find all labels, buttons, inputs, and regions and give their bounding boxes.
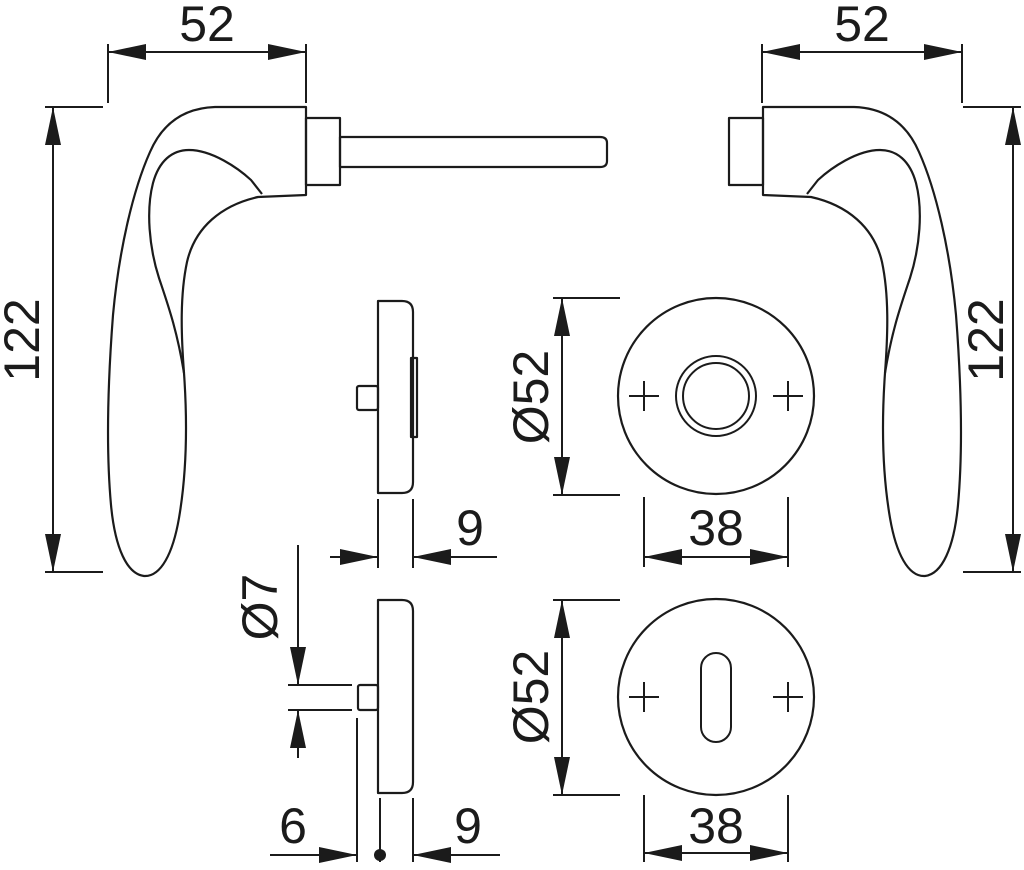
screw-mark-left bbox=[629, 682, 659, 712]
escutcheon-side-view bbox=[356, 598, 415, 795]
dim-escutcheon-diameter: Ø52 bbox=[503, 599, 620, 796]
screw-mark-right bbox=[773, 381, 803, 411]
dim-rose-thickness: 9 bbox=[330, 499, 497, 568]
right-handle-neck bbox=[727, 116, 765, 187]
rose-spindle-hub bbox=[355, 384, 380, 412]
dim-escutcheon-projection-thickness: 6 9 bbox=[270, 718, 500, 863]
rose-plate-profile bbox=[376, 299, 415, 495]
left-handle-neck bbox=[304, 116, 342, 187]
dim-escutcheon-hub-diameter: Ø7 bbox=[232, 545, 352, 758]
left-handle-inner-curve bbox=[148, 148, 263, 374]
dim-label: 52 bbox=[179, 0, 235, 52]
left-lever-handle bbox=[107, 105, 342, 578]
dim-dot-terminator bbox=[374, 849, 386, 861]
dim-label: 52 bbox=[834, 0, 890, 52]
dim-right-handle-length: 122 bbox=[958, 106, 1021, 573]
dim-label: 38 bbox=[688, 500, 744, 556]
dim-rose-diameter: Ø52 bbox=[503, 297, 620, 496]
dim-label: 9 bbox=[456, 500, 484, 556]
dim-escutcheon-screw-spacing: 38 bbox=[643, 795, 789, 862]
rose-outer-circle bbox=[616, 296, 816, 496]
dim-left-handle-width: 52 bbox=[107, 0, 307, 103]
right-lever-handle bbox=[727, 105, 962, 578]
dim-label: 6 bbox=[279, 798, 307, 854]
escutcheon-outer-circle bbox=[616, 597, 816, 797]
rose-collar-outer bbox=[675, 355, 757, 437]
dim-label: Ø52 bbox=[503, 350, 559, 445]
rose-front-view bbox=[616, 296, 816, 496]
escutcheon-front-view bbox=[616, 597, 816, 797]
spindle-bar bbox=[338, 135, 609, 169]
dim-rose-screw-spacing: 38 bbox=[643, 497, 789, 567]
dim-label: Ø7 bbox=[232, 574, 288, 641]
dim-label: Ø52 bbox=[503, 650, 559, 745]
left-handle-outline bbox=[107, 105, 308, 578]
dim-label: 122 bbox=[0, 298, 50, 381]
screw-mark-right bbox=[773, 682, 803, 712]
right-handle-inner-curve bbox=[806, 148, 921, 374]
dim-right-handle-width: 52 bbox=[761, 0, 963, 103]
escutcheon-hub bbox=[356, 683, 380, 712]
dim-label: 122 bbox=[958, 298, 1014, 381]
rose-side-view bbox=[355, 299, 419, 495]
dim-left-handle-length: 122 bbox=[0, 106, 103, 573]
dim-label: 9 bbox=[454, 798, 482, 854]
dim-label: 38 bbox=[688, 798, 744, 854]
keyhole-slot bbox=[700, 652, 732, 743]
rose-collar-inner bbox=[682, 362, 750, 430]
escutcheon-plate-profile bbox=[376, 598, 415, 795]
right-handle-outline bbox=[761, 105, 962, 578]
screw-mark-left bbox=[629, 381, 659, 411]
